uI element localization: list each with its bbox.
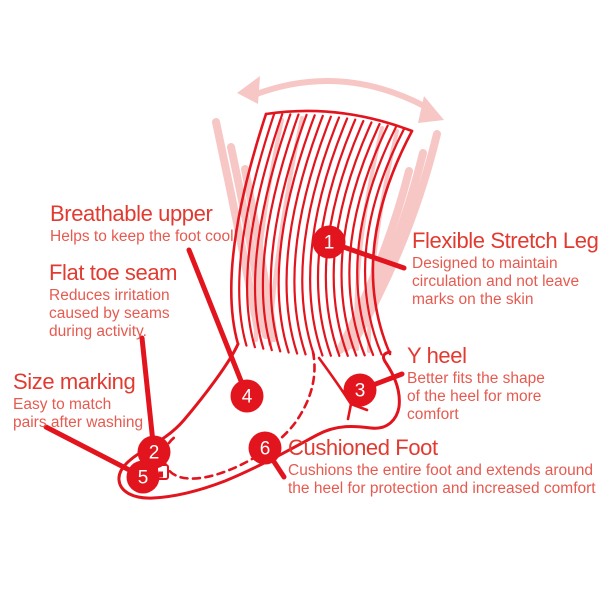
label-size-marking: Size marking Easy to match pairs after w…: [13, 370, 143, 432]
rib-line: [301, 116, 341, 357]
marker-2: 2: [137, 435, 171, 469]
marker-circle: [230, 379, 264, 413]
label-flat-toe-seam: Flat toe seam Reduces irritation caused …: [49, 261, 177, 341]
marker-1: 1: [312, 225, 346, 259]
rib-line: [293, 115, 332, 356]
label-title: Breathable upper: [50, 201, 213, 226]
marker-number: 2: [149, 443, 160, 464]
label-breathable-upper: Breathable upper Helps to keep the foot …: [50, 202, 234, 246]
label-title: Flat toe seam: [49, 260, 178, 285]
marker-number: 3: [355, 381, 366, 402]
marker-circle: [312, 225, 346, 259]
marker-5: 5: [126, 460, 160, 494]
rib-line: [285, 114, 324, 355]
rib-line: [269, 113, 308, 353]
marker-number: 4: [242, 387, 253, 408]
marker-circle: [126, 460, 160, 494]
label-description: Designed to maintain circulation and not…: [412, 255, 580, 309]
marker-3: 3: [343, 373, 377, 407]
rib-line: [363, 128, 405, 356]
marker-number: 5: [138, 468, 149, 489]
rib-line: [356, 126, 397, 357]
label-cushioned-foot: Cushioned Foot Cushions the entire foot …: [288, 436, 596, 498]
marker-number: 6: [260, 439, 271, 460]
label-title: Y heel: [407, 343, 467, 368]
stretch-arrow-icon: [237, 76, 444, 123]
cuff-top-edge: [264, 109, 414, 133]
marker-6: 6: [248, 431, 282, 465]
marker-4: 4: [230, 379, 264, 413]
label-description: Helps to keep the foot cool: [50, 228, 234, 246]
marker-circle: [137, 435, 171, 469]
rib-line: [238, 112, 276, 347]
label-description: Reduces irritation caused by seams durin…: [49, 287, 170, 341]
rib-line: [246, 113, 284, 349]
label-description: Easy to match pairs after washing: [13, 396, 144, 432]
rib-line: [253, 113, 292, 350]
rib-line: [277, 114, 316, 354]
marker-circle: [248, 431, 282, 465]
rib-line: [261, 113, 300, 352]
rib-line: [229, 112, 268, 346]
rib-line: [309, 117, 349, 357]
label-y-heel: Y heel Better fits the shape of the heel…: [407, 344, 545, 424]
rib-line: [371, 129, 414, 356]
marker-circle: [343, 373, 377, 407]
marker-number: 1: [324, 233, 335, 254]
label-description: Cushions the entire foot and extends aro…: [288, 462, 596, 498]
label-flexible-stretch-leg: Flexible Stretch Leg Designed to maintai…: [412, 228, 599, 309]
label-title: Cushioned Foot: [288, 435, 438, 460]
label-description: Better fits the shape of the heel for mo…: [407, 370, 545, 424]
label-title: Size marking: [13, 369, 136, 394]
label-title: Flexible Stretch Leg: [412, 228, 599, 253]
